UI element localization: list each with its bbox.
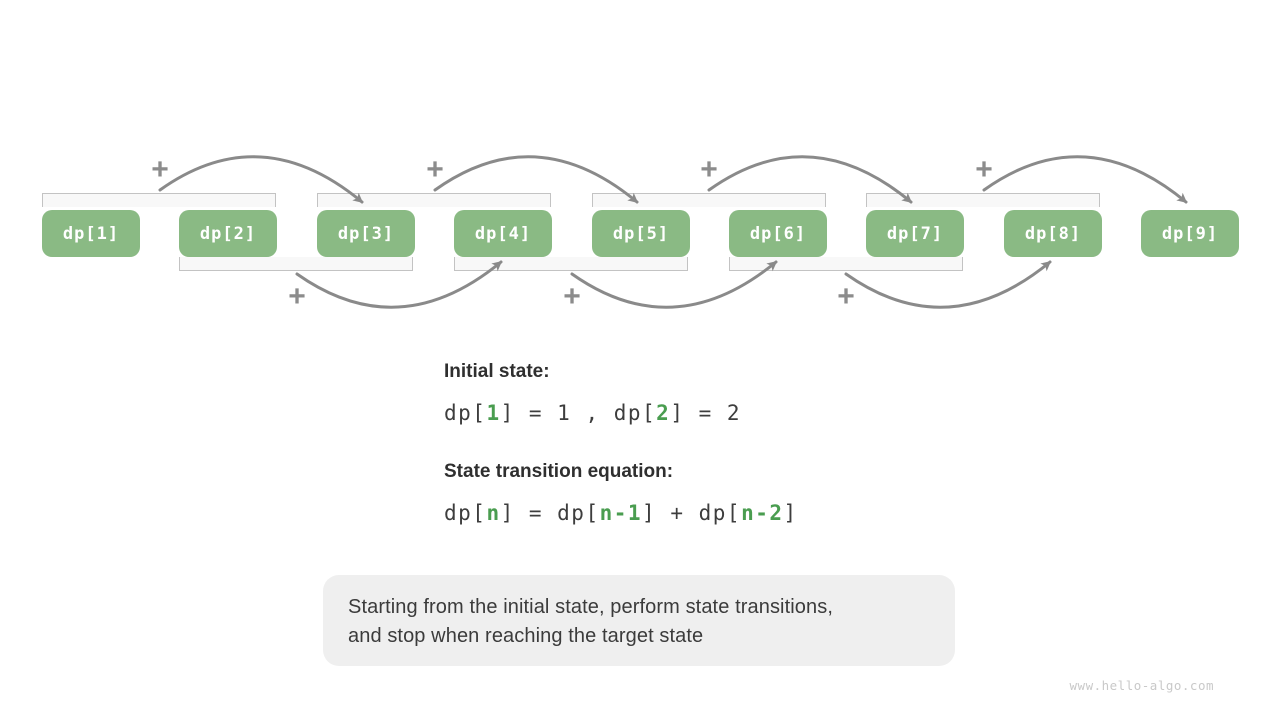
sum-bracket-top-1-2 (42, 193, 276, 207)
eq-text: ] + dp[ (642, 501, 742, 525)
dp-box-5-label: dp[5] (612, 223, 670, 244)
plus-icon: + (837, 280, 855, 313)
eq-text: dp[ (444, 501, 487, 525)
transition-arrows (158, 155, 1188, 309)
dp-box-6-label: dp[6] (749, 223, 807, 244)
dp-box-6: dp[6] (729, 210, 827, 257)
plus-icon: + (700, 153, 718, 186)
note-line-2: and stop when reaching the target state (348, 625, 704, 647)
dp-box-7: dp[7] (866, 210, 964, 257)
eq-green-value: n (486, 501, 501, 525)
note-line-1: Starting from the initial state, perform… (348, 596, 833, 618)
dp-box-3: dp[3] (317, 210, 415, 257)
dp-box-8-label: dp[8] (1024, 223, 1082, 244)
dp-box-7-label: dp[7] (886, 223, 944, 244)
sum-bracket-top-5-6 (592, 193, 826, 207)
eq-text: dp[ (444, 401, 487, 425)
eq-text: ] = 2 (670, 401, 742, 425)
dp-box-9-label: dp[9] (1161, 223, 1219, 244)
eq-text: ] (783, 501, 798, 525)
eq-text: ] = dp[ (500, 501, 600, 525)
eq-green-value: 1 (486, 401, 501, 425)
plus-icon: + (151, 153, 169, 186)
transition-equation: dp[n] = dp[n-1] + dp[n-2] (444, 501, 798, 525)
sum-bracket-top-7-8 (866, 193, 1100, 207)
dp-box-9: dp[9] (1141, 210, 1239, 257)
sum-bracket-top-3-4 (317, 193, 551, 207)
dp-box-5: dp[5] (592, 210, 690, 257)
dp-box-2-label: dp[2] (199, 223, 257, 244)
initial-state-equation: dp[1] = 1 , dp[2] = 2 (444, 401, 741, 425)
transition-heading: State transition equation: (444, 461, 674, 482)
plus-icon: + (975, 153, 993, 186)
plus-icon: + (288, 280, 306, 313)
dp-box-1: dp[1] (42, 210, 140, 257)
eq-green-value: n-2 (741, 501, 784, 525)
eq-text: ] = 1 , dp[ (500, 401, 657, 425)
plus-icon: + (563, 280, 581, 313)
sum-bracket-bottom-4-5 (454, 257, 688, 271)
dp-box-4-label: dp[4] (474, 223, 532, 244)
dp-box-1-label: dp[1] (62, 223, 120, 244)
dp-box-2: dp[2] (179, 210, 277, 257)
eq-green-value: n-1 (599, 501, 643, 525)
initial-state-heading: Initial state: (444, 361, 550, 382)
sum-bracket-bottom-6-7 (729, 257, 963, 271)
dp-box-8: dp[8] (1004, 210, 1102, 257)
note-callout: Starting from the initial state, perform… (323, 575, 955, 666)
plus-icon: + (426, 153, 444, 186)
dp-box-4: dp[4] (454, 210, 552, 257)
dp-box-3-label: dp[3] (337, 223, 395, 244)
sum-bracket-bottom-2-3 (179, 257, 413, 271)
eq-green-value: 2 (656, 401, 671, 425)
watermark: www.hello-algo.com (1069, 678, 1214, 693)
